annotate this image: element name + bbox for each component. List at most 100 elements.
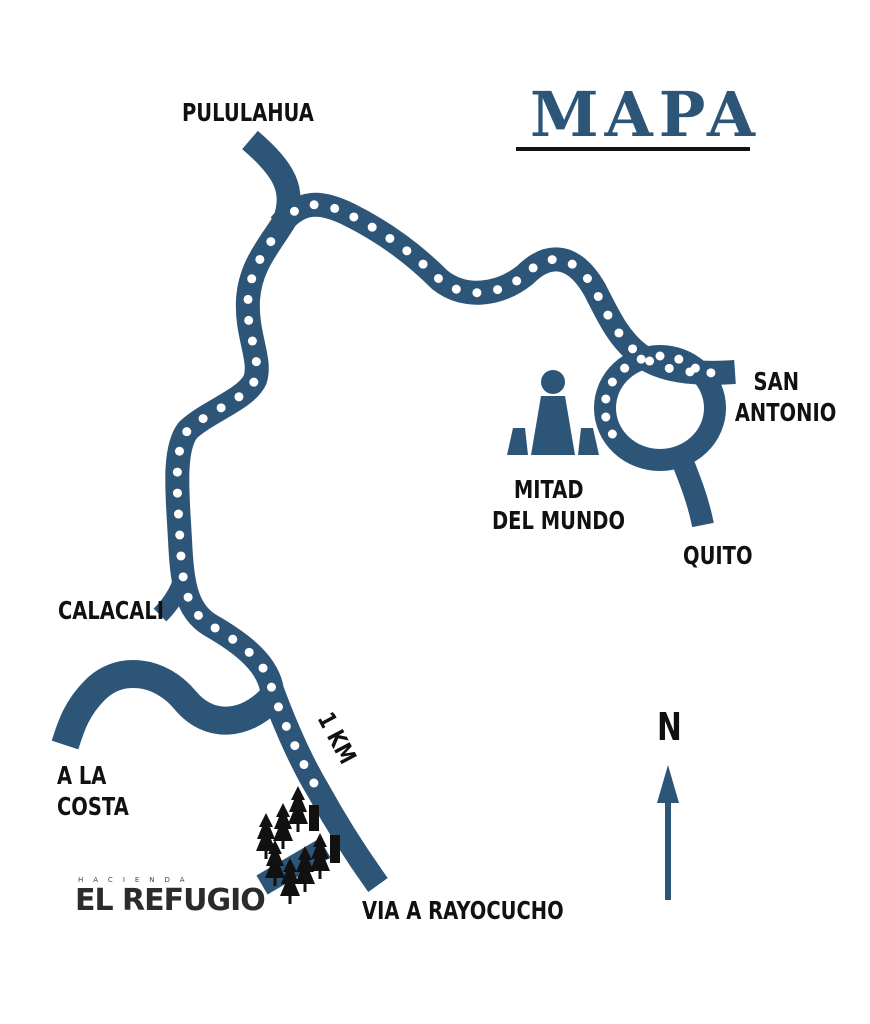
label-costa-line2: COSTA [57, 792, 129, 821]
road-dot [178, 572, 188, 582]
road-dot [173, 509, 183, 519]
road-dot [210, 623, 220, 633]
label-quito: QUITO [683, 541, 753, 570]
road-dot [472, 288, 482, 298]
label-san-antonio-line2: ANTONIO [734, 398, 837, 427]
road-dot [175, 530, 185, 540]
logo-hacienda-text: HACIENDA [78, 876, 195, 884]
label-mitad-del-mundo: MITAD DEL MUNDO [492, 474, 625, 536]
road-dot [251, 357, 261, 367]
road-to-costa [51, 660, 280, 750]
pine-tree-icon [288, 786, 308, 832]
road-dot [664, 363, 674, 373]
logo-el-refugio: EL REFUGIO [75, 883, 266, 918]
roundabout-dot [607, 377, 617, 387]
road-dot [255, 254, 265, 264]
roundabout-dot [601, 394, 611, 404]
label-a-la-costa: A LA COSTA [57, 760, 129, 822]
pine-tree-icon [265, 840, 285, 886]
label-pululahua: PULULAHUA [182, 98, 314, 127]
label-calacali: CALACALI [58, 596, 165, 625]
road-dots [172, 200, 716, 788]
road-dot [193, 610, 203, 620]
label-via-a-rayocucho: VIA A RAYOCUCHO [362, 896, 564, 925]
pine-tree-icon [256, 813, 276, 859]
road-dot [249, 377, 259, 387]
road-dot [567, 259, 577, 269]
road-dot [247, 274, 257, 284]
road-dot [172, 488, 182, 498]
road-dot [258, 663, 268, 673]
roundabout-dot [655, 351, 665, 361]
road-dot [281, 721, 291, 731]
road-dot [299, 760, 309, 770]
road-dot [244, 315, 254, 325]
road-dot [176, 551, 186, 561]
road-dot [290, 741, 300, 751]
road-to-quito [669, 450, 714, 528]
north-arrow-icon [657, 765, 679, 900]
road-dot [266, 682, 276, 692]
roundabout-dot [601, 412, 611, 422]
label-mitad-line1: MITAD [513, 475, 584, 504]
road-dot [645, 356, 655, 366]
road-dot [174, 446, 184, 456]
label-mitad-line2: DEL MUNDO [492, 506, 626, 535]
road-dot [183, 592, 193, 602]
pine-tree-icon [273, 803, 293, 849]
road-dot [349, 212, 359, 222]
hacienda-buildings-icon [309, 805, 340, 863]
title-underline [516, 147, 750, 151]
roundabout-dot [636, 354, 646, 364]
road-dot [706, 368, 716, 378]
road-dot [330, 203, 340, 213]
road-dot [512, 276, 522, 286]
road-dot [603, 310, 613, 320]
road-dot [182, 427, 192, 437]
roundabout-dot [607, 429, 617, 439]
roundabout-dot [690, 363, 700, 373]
page-title: MAPA [530, 78, 761, 151]
road-dot [402, 246, 412, 256]
road-dot [243, 294, 253, 304]
roundabout-dot [674, 354, 684, 364]
road-dot [247, 336, 257, 346]
label-san-antonio-line1: SAN [753, 367, 800, 396]
roundabout-dot [620, 363, 630, 373]
road-dot [547, 255, 557, 265]
road-dot [289, 206, 299, 216]
road-dot [628, 344, 638, 354]
mitad-del-mundo-monument-icon [507, 370, 599, 455]
road-dot [367, 222, 377, 232]
pine-tree-icon [310, 833, 330, 879]
pine-trees-icon [256, 786, 330, 904]
road-dot [234, 392, 244, 402]
pine-tree-icon [295, 846, 315, 892]
label-san-antonio: SAN ANTONIO [735, 366, 836, 428]
road-dot [433, 273, 443, 283]
road-dot [273, 702, 283, 712]
road-dot [593, 291, 603, 301]
north-label: N [657, 705, 682, 749]
road-dot [582, 273, 592, 283]
road-dot [309, 778, 319, 788]
road-dot [309, 200, 319, 210]
road-dot [244, 647, 254, 657]
road-dot [198, 414, 208, 424]
label-costa-line1: A LA [57, 761, 107, 790]
road-dot [228, 634, 238, 644]
road-dot [418, 259, 428, 269]
pine-tree-icon [280, 858, 300, 904]
road-dot [528, 263, 538, 273]
road-dot [451, 284, 461, 294]
main-road [165, 130, 388, 893]
scale-label: 1 KM [311, 708, 361, 769]
road-dot [385, 233, 395, 243]
road-dot [216, 403, 226, 413]
road-dot [614, 328, 624, 338]
road-dot [493, 285, 503, 295]
road-dot [266, 237, 276, 247]
road-dot [172, 467, 182, 477]
roads [51, 130, 736, 895]
